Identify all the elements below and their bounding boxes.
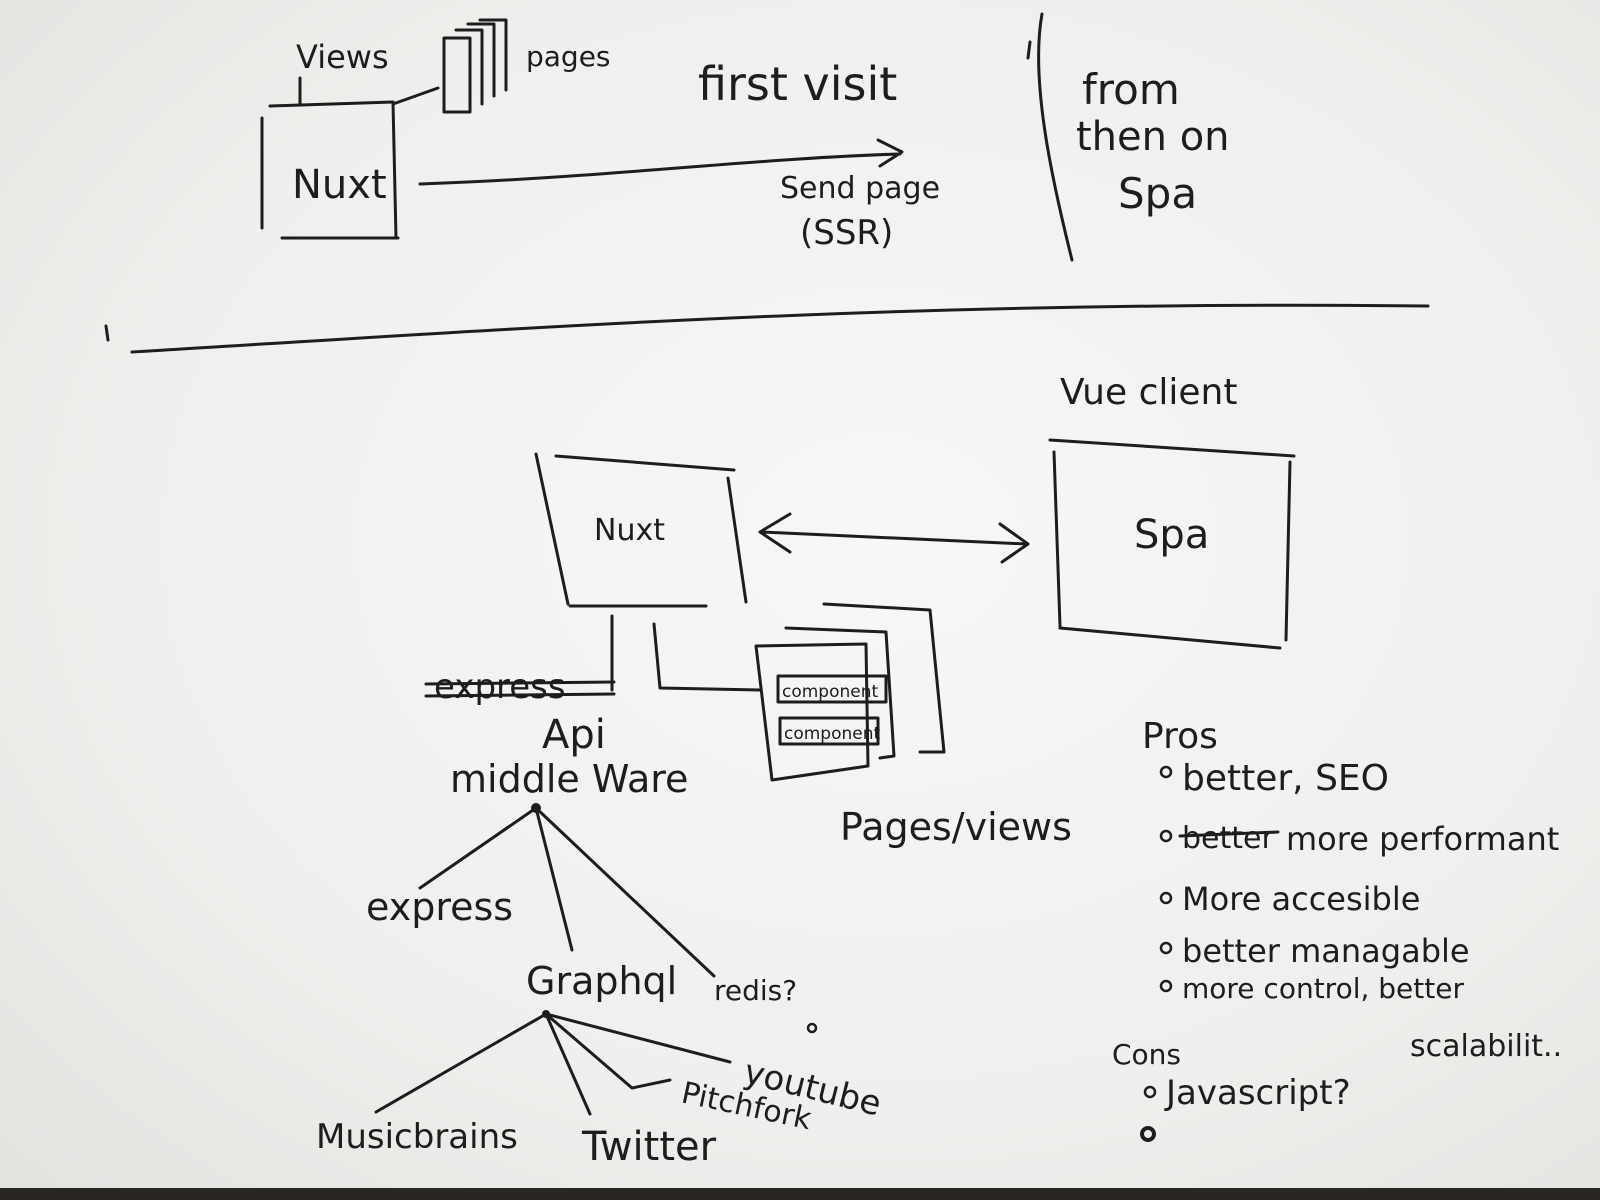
tree-branch-youtube: [544, 1012, 732, 1064]
send-page-label: Send page: [780, 171, 940, 206]
api-label: Api: [542, 712, 606, 758]
pros-continuation: scalabilit..: [1410, 1029, 1562, 1064]
section-divider-tick: [104, 324, 110, 342]
express-strikeline-1: [424, 680, 616, 686]
pros-bullet-4: [1159, 941, 1173, 955]
tree-branch-pitchfork: [544, 1012, 672, 1090]
pros-item-3: More accesible: [1182, 880, 1420, 918]
tree-branch-musicbrains: [374, 1012, 548, 1114]
cons-bullet-2: [1140, 1126, 1156, 1142]
pros-heading: Pros: [1142, 716, 1218, 757]
table-edge: [0, 1188, 1600, 1200]
tree-branch-twitter: [544, 1012, 592, 1116]
tree-branch-redis: [534, 806, 716, 978]
section-divider: [130, 303, 1430, 354]
component-label-2: component: [784, 724, 881, 744]
nuxt-server-box: [534, 452, 748, 608]
cons-heading: Cons: [1112, 1038, 1181, 1071]
nuxt-server-label: Nuxt: [594, 513, 665, 548]
ssr-label: (SSR): [800, 213, 893, 253]
pros-bullet-3: [1159, 891, 1173, 905]
send-page-arrow: [418, 138, 904, 186]
pros-item-1: better, SEO: [1182, 758, 1389, 799]
pros-struck-word: better: [1182, 821, 1274, 856]
musicbrains-label: Musicbrains: [316, 1117, 518, 1157]
component-pages-stack: [754, 602, 946, 782]
express-label: express: [366, 885, 513, 929]
cons-bullet-1: [1143, 1085, 1157, 1099]
spa-client-label: Spa: [1134, 512, 1209, 558]
top-vertical-divider: [1037, 12, 1074, 262]
pros-bullet-2: [1159, 829, 1173, 843]
express-struck-label: express: [434, 667, 566, 707]
graphql-label: Graphql: [526, 959, 677, 1003]
nuxt-spa-arrow: [758, 512, 1030, 564]
twitter-label: Twitter: [581, 1124, 717, 1170]
then-on-label: then on: [1076, 114, 1230, 160]
pages-connector-bottom: [652, 622, 762, 692]
top-nuxt-label: Nuxt: [292, 162, 387, 208]
component-label-1: component: [782, 682, 879, 702]
redis-question-dot: [806, 1022, 818, 1034]
pros-item-2: more performant: [1286, 820, 1559, 858]
pages-stack-icon: [442, 18, 508, 114]
redis-label: redis?: [714, 974, 797, 1007]
pages-label: pages: [526, 40, 611, 73]
pros-item-5: more control, better: [1182, 972, 1464, 1005]
bottom-section: Nuxt Vue client Spa express Api middle W…: [316, 372, 1562, 1170]
tree-branch-express: [418, 806, 538, 890]
pros-bullet-1: [1159, 765, 1173, 779]
pros-item-4: better managable: [1182, 932, 1470, 970]
spa-client-box: [1048, 438, 1296, 650]
middleware-label: middle Ware: [450, 757, 688, 801]
top-spa-label: Spa: [1118, 169, 1197, 218]
tree-branch-graphql: [534, 806, 574, 952]
cons-item-1: Javascript?: [1164, 1073, 1351, 1113]
pros-bullet-5: [1159, 979, 1173, 993]
pages-connector: [391, 86, 440, 106]
pros-strikeline: [1178, 830, 1280, 838]
top-nuxt-box: [260, 100, 400, 240]
from-label: from: [1082, 65, 1180, 114]
first-visit-label: first visit: [698, 57, 897, 111]
views-label: Views: [296, 38, 389, 76]
pages-views-label: Pages/views: [840, 805, 1072, 849]
express-strikeline-2: [424, 692, 616, 698]
top-section: Nuxt Views pages first visit Send page (…: [260, 12, 1230, 262]
top-divider-tick: [1026, 40, 1032, 60]
vue-client-label: Vue client: [1060, 372, 1237, 413]
